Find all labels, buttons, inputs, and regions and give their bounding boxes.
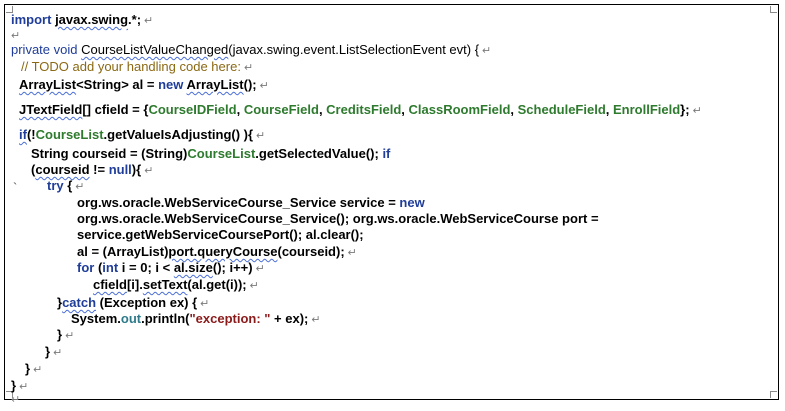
code-line: }↵ — [57, 327, 75, 342]
paragraph-mark: ↵ — [53, 347, 63, 359]
paragraph-mark: ↵ — [33, 364, 43, 376]
code-line: org.ws.oracle.WebServiceCourse_Service()… — [77, 211, 599, 226]
corner-mark-bottom-left — [6, 391, 13, 398]
code-line: al = (ArrayList)port.queryCourse(coursei… — [77, 244, 357, 259]
paragraph-mark: ↵ — [347, 247, 357, 259]
paragraph-mark: ↵ — [200, 298, 210, 310]
paragraph-mark: ↵ — [11, 30, 21, 42]
paragraph-mark: ↵ — [75, 181, 85, 193]
code-block: import javax.swing.*;↵ private void Cour… — [5, 5, 778, 406]
code-line: for (int i = 0; i < al.size(); i++)↵ — [77, 260, 265, 275]
code-line: private void CourseListValueChanged(java… — [11, 42, 492, 57]
paragraph-mark: ↵ — [243, 62, 254, 74]
code-line: String courseid = (String)CourseList.get… — [31, 146, 391, 161]
code-line: System.out.println("exception: " + ex);↵ — [71, 311, 321, 326]
code-line: JTextField[] cfield = {CourseIDField, Co… — [19, 102, 702, 117]
paragraph-mark: ↵ — [259, 80, 269, 92]
code-line: service.getWebServiceCoursePort(); al.cl… — [77, 227, 364, 242]
code-document-frame: import javax.swing.*;↵ private void Cour… — [4, 4, 779, 406]
paragraph-mark: ↵ — [692, 105, 702, 117]
paragraph-mark: ↵ — [255, 263, 265, 275]
corner-mark-top-left — [6, 6, 13, 13]
paragraph-mark: ↵ — [11, 394, 21, 406]
paragraph-mark: ↵ — [311, 314, 321, 326]
code-line: ` — [13, 180, 18, 195]
code-line: (courseid != null){↵ — [31, 162, 154, 177]
code-line: }↵ — [25, 361, 43, 376]
code-line: }↵ — [45, 344, 63, 359]
code-line: }↵ — [11, 378, 29, 393]
code-line: // TODO add your handling code here:↵ — [21, 59, 254, 74]
empty-paragraph: ↵ — [11, 27, 20, 44]
paragraph-mark: ↵ — [144, 165, 154, 177]
paragraph-mark: ↵ — [65, 330, 75, 342]
paragraph-mark: ↵ — [249, 280, 259, 292]
code-line: }catch (Exception ex) {↵ — [57, 295, 210, 310]
code-line: org.ws.oracle.WebServiceCourse_Service s… — [77, 195, 425, 210]
empty-paragraph: ↵ — [11, 391, 20, 408]
corner-mark-bottom-right — [770, 391, 777, 398]
paragraph-mark: ↵ — [256, 130, 266, 142]
paragraph-mark: ↵ — [482, 45, 492, 57]
paragraph-mark: ↵ — [19, 381, 29, 393]
code-line: try {↵ — [47, 178, 85, 193]
paragraph-mark: ↵ — [144, 15, 154, 27]
code-line: import javax.swing.*;↵ — [11, 12, 154, 27]
code-line: if(!CourseList.getValueIsAdjusting() ){↵ — [19, 127, 266, 142]
code-line: cfield[i].setText(al.get(i));↵ — [93, 277, 259, 292]
corner-mark-top-right — [770, 6, 777, 13]
code-line: ArrayList<String> al = new ArrayList();↵ — [19, 77, 269, 92]
